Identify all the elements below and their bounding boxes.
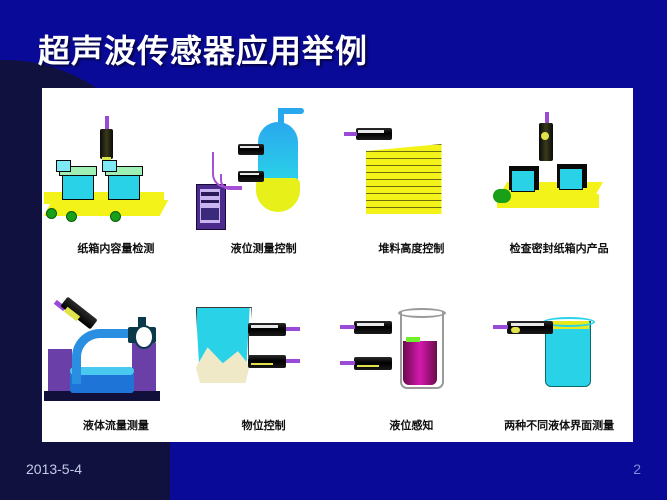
figure-cell-2[interactable]: 液位测量控制 (190, 88, 338, 265)
figures-panel: 纸箱内容量检测 液 (42, 88, 633, 442)
figure-caption: 物位控制 (241, 419, 286, 432)
liquid-flow-channel-icon (42, 293, 190, 413)
figure-cell-6[interactable]: 物位控制 (190, 265, 338, 442)
figure-cell-5[interactable]: 液体流量测量 (42, 265, 190, 442)
figure-caption: 纸箱内容量检测 (77, 242, 155, 255)
beaker-level-sensing-icon (338, 293, 486, 413)
figures-grid: 纸箱内容量检测 液 (42, 88, 633, 442)
figure-caption: 液位感知 (389, 419, 434, 432)
figure-cell-7[interactable]: 液位感知 (338, 265, 486, 442)
figure-cell-8[interactable]: 两种不同液体界面测量 (485, 265, 633, 442)
sealed-carton-inspection-icon (485, 104, 633, 236)
figure-caption: 两种不同液体界面测量 (504, 419, 615, 432)
footer-date: 2013-5-4 (26, 461, 83, 477)
figure-caption: 液体流量测量 (82, 419, 149, 432)
two-liquid-interface-icon (485, 293, 633, 413)
tank-level-controller-icon (190, 104, 338, 236)
figure-caption: 堆料高度控制 (378, 242, 445, 255)
figure-cell-4[interactable]: 检查密封纸箱内产品 (485, 88, 633, 265)
figure-caption: 液位测量控制 (230, 242, 297, 255)
hopper-level-sensors-icon (190, 293, 338, 413)
page-title: 超声波传感器应用举例 (38, 33, 369, 69)
footer-page-number: 2 (633, 461, 641, 477)
figure-caption: 检查密封纸箱内产品 (509, 242, 609, 255)
conveyor-boxes-sensor-icon (42, 104, 190, 236)
figure-cell-1[interactable]: 纸箱内容量检测 (42, 88, 190, 265)
stack-height-sensor-icon (338, 104, 486, 236)
figure-cell-3[interactable]: 堆料高度控制 (338, 88, 486, 265)
